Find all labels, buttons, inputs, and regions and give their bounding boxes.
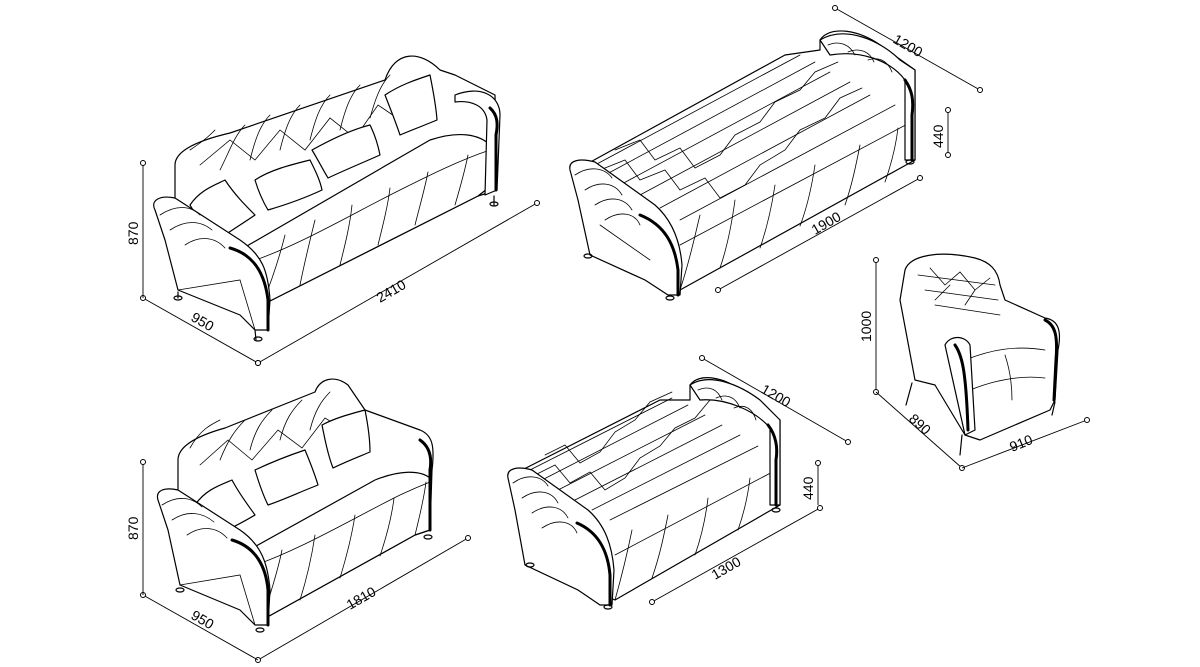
two-seat-sofa [156, 378, 434, 633]
sofa2-width-label: 1810 [344, 583, 379, 613]
small-sofa-bed [507, 377, 781, 610]
bed-large-height-label: 440 [930, 124, 946, 148]
sofa3-width-label: 2410 [374, 276, 409, 306]
armchair-height-label: 1000 [858, 311, 874, 342]
large-sofa-bed [569, 30, 916, 301]
bed-small-length-label: 1300 [709, 553, 744, 583]
sofa2-height-label: 870 [125, 516, 141, 540]
sofa2-depth-label: 950 [189, 607, 217, 633]
armchair-width-label: 910 [1007, 431, 1035, 455]
armchair [899, 253, 1061, 456]
bed-small-height-label: 440 [800, 476, 816, 500]
armchair-depth-label: 890 [906, 410, 934, 438]
sofa3-height-label: 870 [125, 221, 141, 245]
three-seat-sofa [153, 55, 501, 342]
sofa3-depth-label: 950 [189, 309, 217, 335]
